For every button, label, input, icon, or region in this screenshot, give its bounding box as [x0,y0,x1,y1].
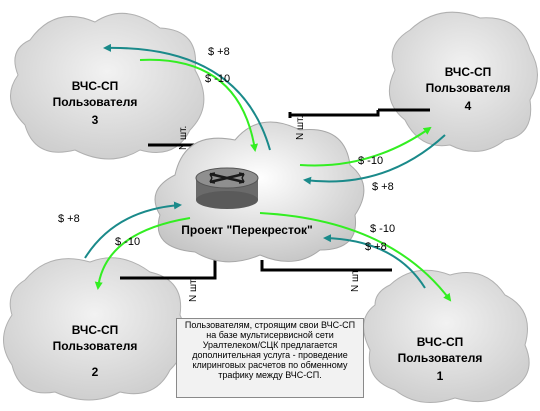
user3-subtitle: Пользователя [53,95,138,109]
user2-subtitle: Пользователя [53,339,138,353]
u2-plus-label: $ +8 [58,213,80,225]
u1-minus-label: $ -10 [370,223,395,235]
link1-count: N шт. [350,268,361,292]
user4-subtitle: Пользователя [426,81,511,95]
user4-number: 4 [465,99,472,113]
u1-plus-label: $ +8 [365,241,387,253]
user3-title: ВЧС-СП [72,79,119,93]
cloud-user-4 [388,11,538,152]
user1-subtitle: Пользователя [398,351,483,365]
u2-minus-label: $ -10 [115,236,140,248]
cloud-core [154,121,365,263]
u3-plus-label: $ +8 [208,46,230,58]
link4-count: N шт. [295,116,306,140]
flow-u4-minus-arrow [299,126,432,167]
info-note: Пользователям, строящим свои ВЧС-СП на б… [176,318,364,398]
user4-title: ВЧС-СП [445,65,492,79]
cloud-user-2 [3,257,187,401]
core-label: Проект "Перекресток" [181,223,312,237]
flow-u3-minus-arrow [139,58,259,152]
u3-minus-label: $ -10 [205,73,230,85]
flow-u1-minus-arrow [259,212,452,302]
user2-title: ВЧС-СП [72,323,119,337]
link-user4-core [288,108,430,118]
u4-minus-label: $ -10 [358,155,383,167]
user1-number: 1 [437,369,444,383]
u4-plus-label: $ +8 [372,181,394,193]
cloud-user-3 [10,12,205,160]
user2-number: 2 [92,365,99,379]
flow-u3-plus-arrow [103,43,271,151]
flow-u2-minus-arrow [94,217,191,290]
user3-number: 3 [92,113,99,127]
link2-count: N шт. [188,278,199,302]
flow-u1-plus-arrow [323,234,426,289]
flow-u4-plus-arrow [303,134,446,185]
link-user1-core [260,260,392,272]
router-icon [195,167,259,209]
flow-u2-plus-arrow [84,201,182,259]
link3-count: N шт. [178,126,189,150]
user1-title: ВЧС-СП [417,335,464,349]
